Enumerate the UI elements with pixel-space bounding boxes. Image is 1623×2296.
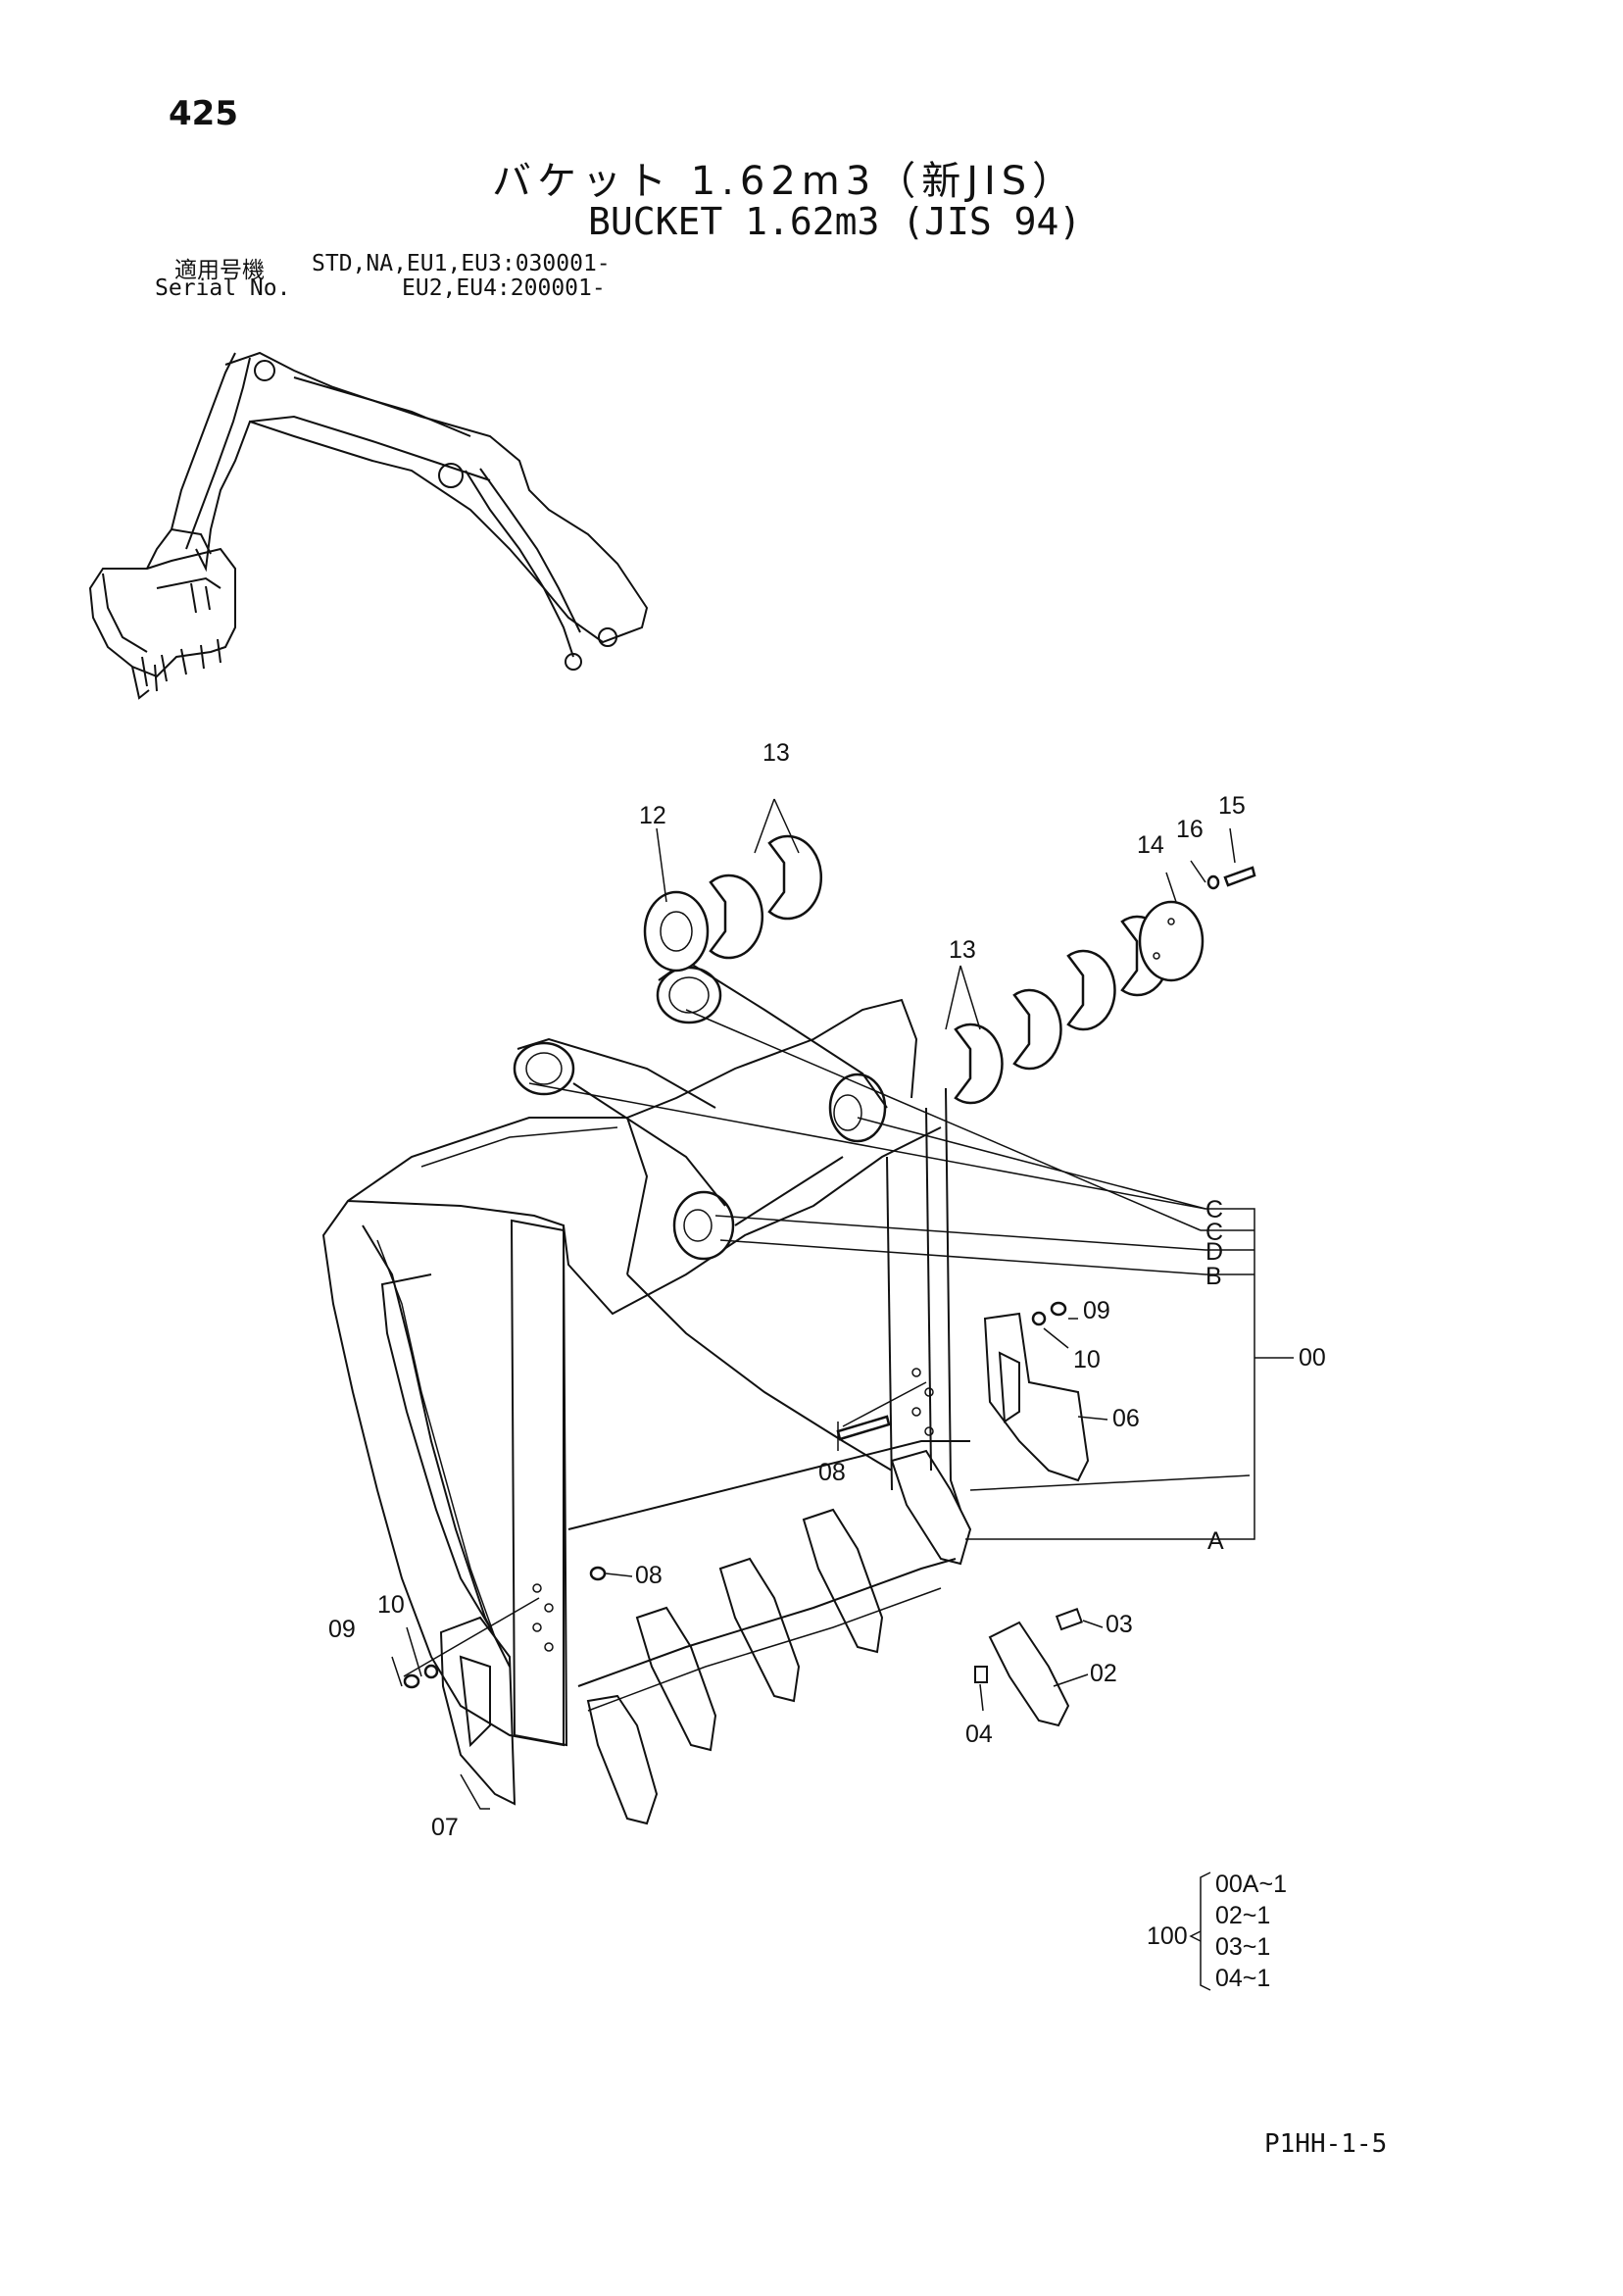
- serial-range-line-1: STD,NA,EU1,EU3:030001-: [312, 251, 611, 276]
- side-cutters: [439, 1312, 1090, 1806]
- excavator-overview-illustration: [88, 351, 649, 700]
- callout-labels: 13 12 16 15 14 13 C C D B A 00 09 10 06 …: [328, 739, 1326, 1992]
- assembly-item-1: 00A~1: [1215, 1871, 1287, 1898]
- bucket-teeth: [586, 1449, 1083, 1825]
- page-title-japanese: バケット 1.62m3（新JIS）: [492, 159, 1078, 204]
- assembly-item-4: 04~1: [1215, 1965, 1270, 1992]
- callout-c-upper: C: [1205, 1196, 1223, 1223]
- leader-lines: [391, 798, 1294, 1991]
- callout-13-lower: 13: [949, 936, 976, 964]
- callout-03: 03: [1106, 1611, 1133, 1638]
- serial-range-line-2: EU2,EU4:200001-: [402, 275, 606, 301]
- callout-14: 14: [1137, 831, 1164, 859]
- page-title-english: BUCKET 1.62m3 (JIS 94): [588, 200, 1082, 243]
- callout-08-left: 08: [635, 1562, 663, 1589]
- callout-13-upper: 13: [762, 739, 790, 767]
- callout-b: B: [1205, 1263, 1222, 1290]
- callout-d: D: [1205, 1238, 1223, 1266]
- assembly-item-2: 02~1: [1215, 1902, 1270, 1929]
- callout-12: 12: [639, 802, 666, 829]
- page-code: P1HH-1-5: [1264, 2129, 1388, 2159]
- callout-08-right: 08: [818, 1459, 846, 1486]
- callout-02: 02: [1090, 1660, 1117, 1687]
- callout-16: 16: [1176, 816, 1204, 843]
- page-number: 425: [169, 94, 238, 133]
- assembly-number: 100: [1147, 1922, 1188, 1950]
- callout-07: 07: [431, 1814, 459, 1841]
- callout-10-left: 10: [377, 1591, 405, 1619]
- callout-15: 15: [1218, 792, 1246, 820]
- assembly-item-3: 03~1: [1215, 1933, 1270, 1961]
- bucket-body: [321, 959, 970, 1747]
- callout-a: A: [1207, 1527, 1224, 1555]
- callout-00: 00: [1299, 1344, 1326, 1372]
- callout-c-lower: C: [1205, 1219, 1223, 1246]
- serial-label-japanese: 適用号機: [174, 258, 265, 283]
- callout-09-left: 09: [328, 1616, 356, 1643]
- callout-06: 06: [1112, 1405, 1140, 1432]
- callout-10-right: 10: [1073, 1346, 1101, 1373]
- pin-parts: [403, 834, 1256, 1689]
- callout-04: 04: [965, 1721, 993, 1748]
- serial-label-english: Serial No.: [155, 275, 291, 301]
- callout-09-right: 09: [1083, 1297, 1110, 1324]
